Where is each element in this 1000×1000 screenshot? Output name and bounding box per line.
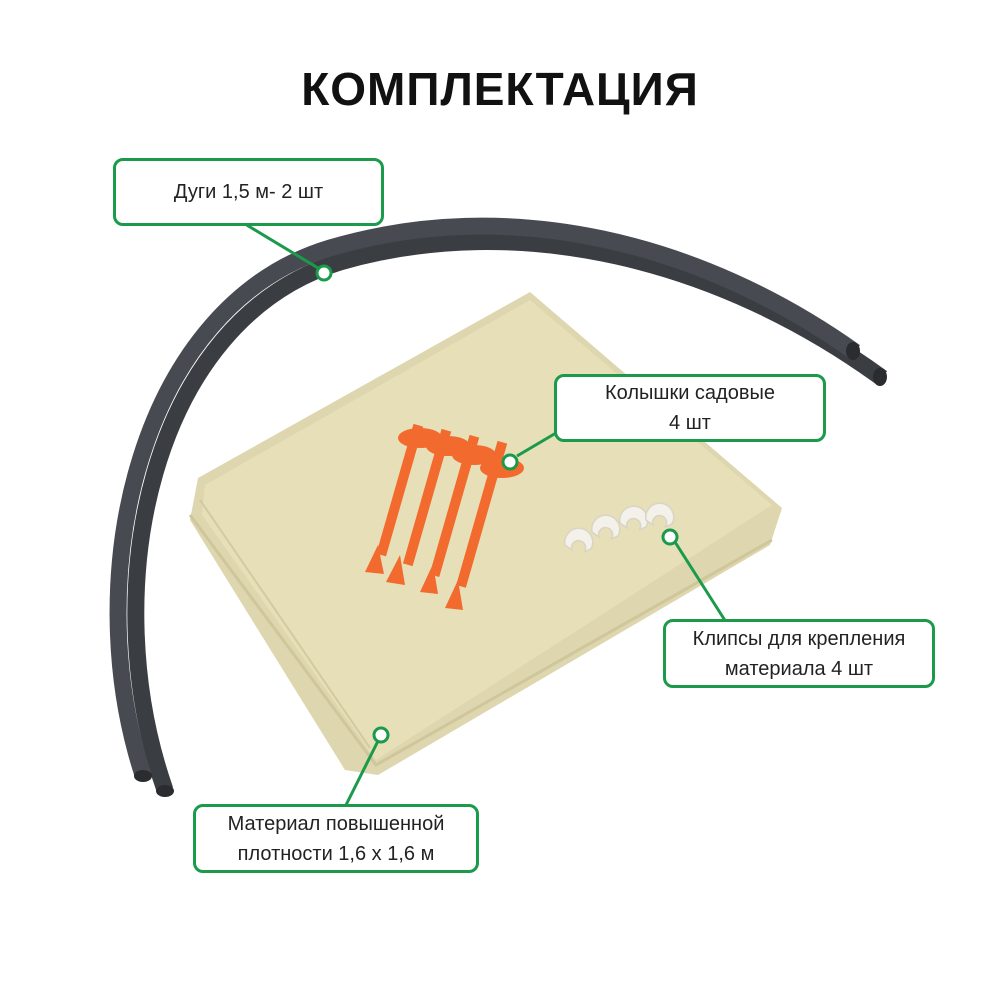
label-arcs-text: Дуги 1,5 м- 2 шт	[173, 181, 324, 203]
clip-1	[563, 527, 594, 553]
label-arcs: Дуги 1,5 м- 2 шт	[113, 158, 384, 226]
garden-pegs	[365, 423, 524, 610]
material-clips	[563, 502, 675, 553]
label-pegs: Колышки садовые 4 шт	[554, 374, 826, 442]
label-material-line1: Материал повышенной	[227, 812, 445, 835]
label-clips-line1: Клипсы для крепления	[692, 627, 906, 650]
label-pegs-line1: Колышки садовые	[605, 382, 775, 404]
peg-3	[420, 434, 496, 594]
callout-connectors	[244, 222, 728, 806]
label-material-line2: плотности 1,6 х 1,6 м	[237, 842, 435, 865]
arc-pipes	[109, 217, 888, 797]
clip-4	[644, 502, 675, 528]
clip-2	[590, 514, 621, 540]
label-clips-line2: материала 4 шт	[724, 657, 874, 680]
label-pegs-line2: 4 шт	[669, 412, 711, 434]
label-material: Материал повышенной плотности 1,6 х 1,6 …	[193, 804, 479, 873]
fabric-sheet	[188, 292, 782, 775]
label-clips: Клипсы для крепления материала 4 шт	[663, 619, 935, 688]
page-title: КОМПЛЕКТАЦИЯ	[301, 63, 699, 115]
peg-1	[365, 423, 442, 574]
clip-3	[618, 505, 649, 531]
